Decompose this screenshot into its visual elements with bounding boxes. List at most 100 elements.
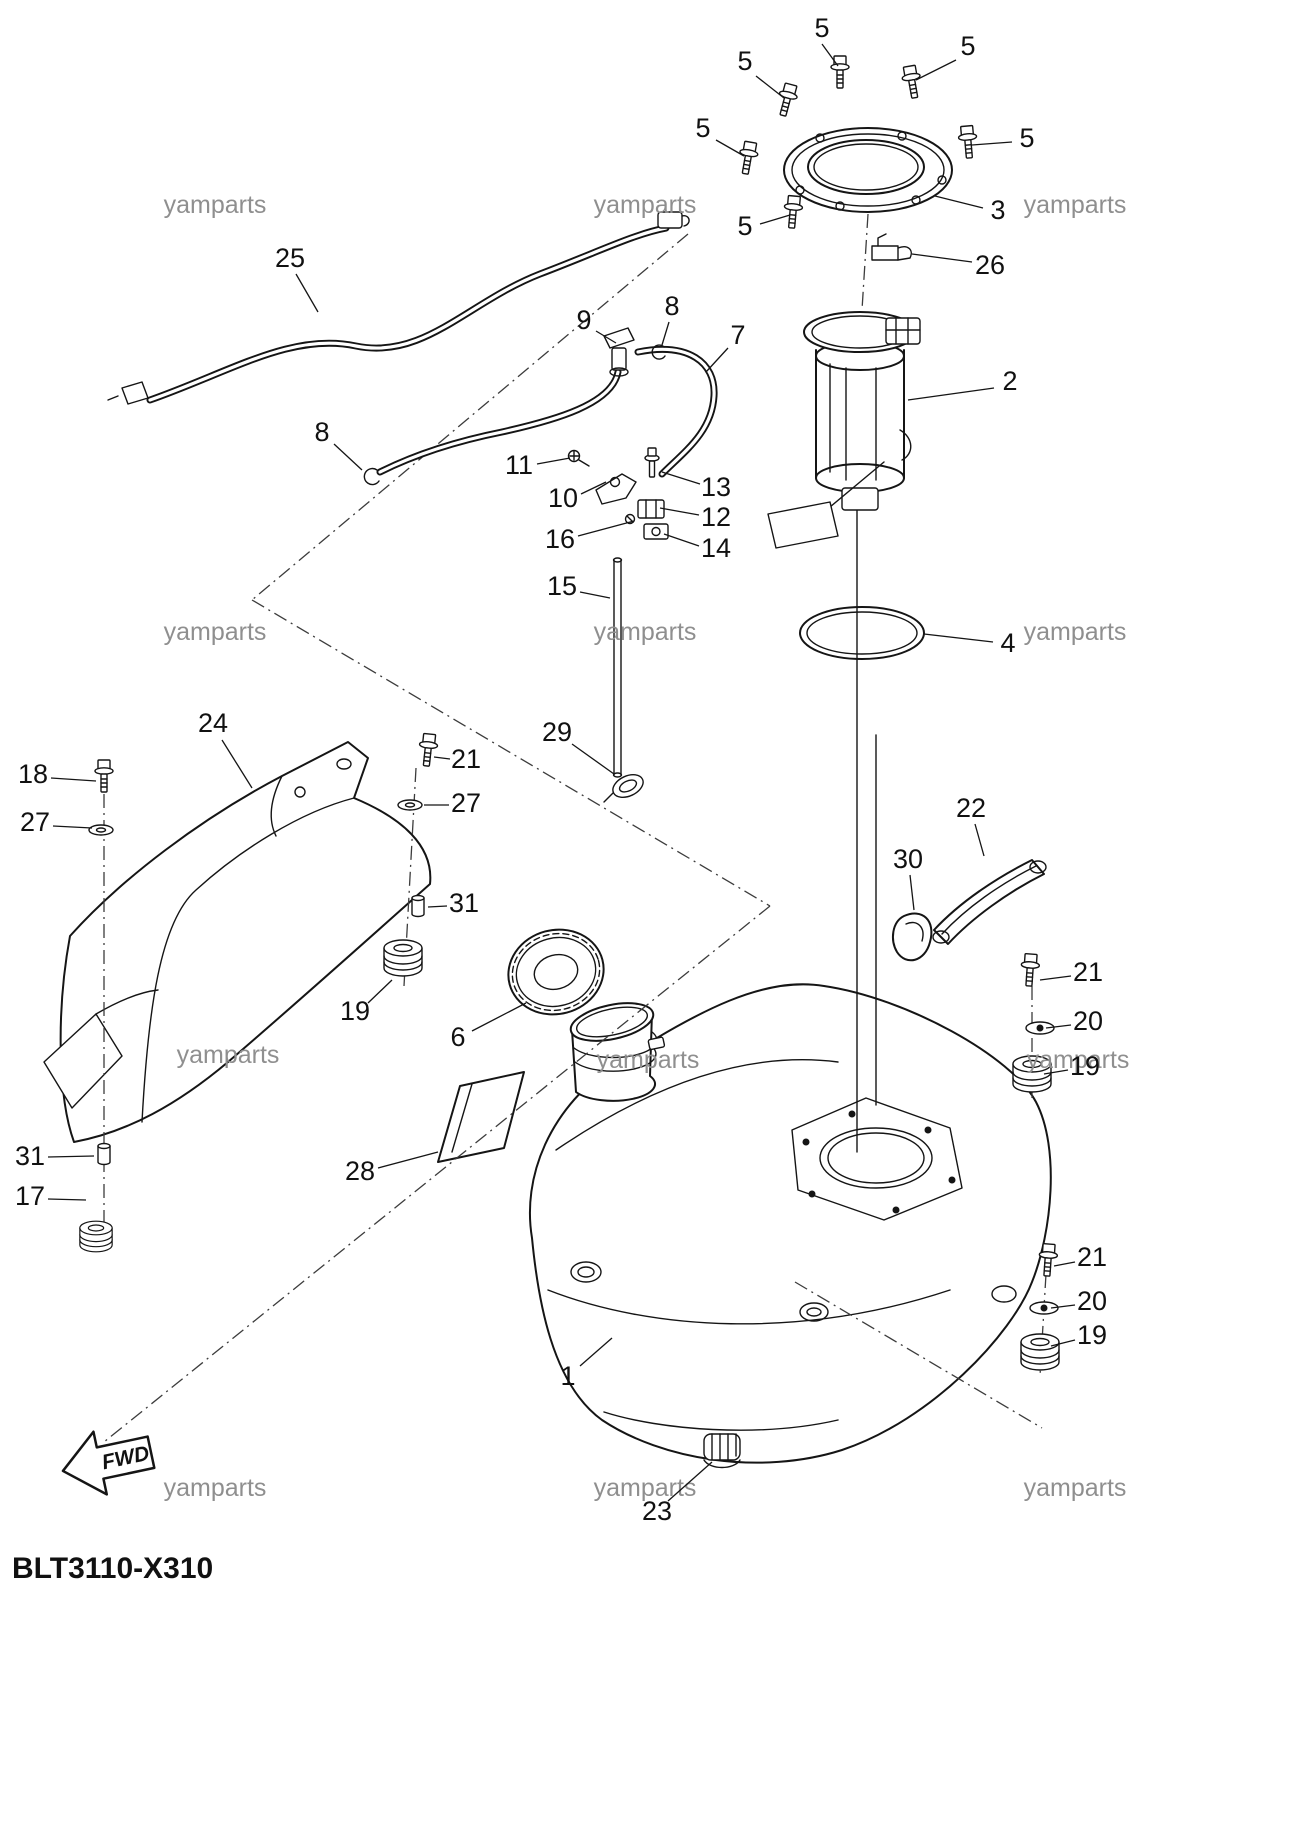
part-number-19: 19 bbox=[1070, 1051, 1100, 1081]
part-number-19: 19 bbox=[340, 996, 370, 1026]
pump-connector bbox=[885, 317, 921, 345]
nut-14 bbox=[643, 523, 669, 540]
part-number-15: 15 bbox=[547, 571, 577, 601]
watermark: yamparts bbox=[594, 618, 697, 646]
part-number-31: 31 bbox=[15, 1141, 45, 1171]
bolt-13 bbox=[644, 447, 660, 478]
callout-leader-18 bbox=[50, 777, 97, 782]
breather-hoses bbox=[376, 345, 718, 478]
watermark: yamparts bbox=[597, 1046, 700, 1074]
callout-leader-9 bbox=[595, 330, 617, 344]
neck-seal bbox=[891, 912, 933, 962]
hose-connector bbox=[121, 381, 149, 405]
spacer-31-top bbox=[411, 894, 425, 918]
part-number-10: 10 bbox=[548, 483, 578, 513]
callout-leader-5 bbox=[759, 214, 791, 225]
part-number-30: 30 bbox=[893, 844, 923, 874]
watermark: yamparts bbox=[164, 618, 267, 646]
callout-leader-11 bbox=[536, 457, 571, 465]
part-number-31: 31 bbox=[449, 888, 479, 918]
watermark: yamparts bbox=[1024, 191, 1127, 219]
watermark-layer: yamparts yamparts yamparts yamparts yamparts… bbox=[164, 191, 1130, 1502]
callout-leader-29 bbox=[571, 743, 615, 775]
part-number-7: 7 bbox=[730, 320, 745, 350]
watermark: yamparts bbox=[177, 1041, 280, 1069]
part-number-16: 16 bbox=[545, 524, 575, 554]
watermark: yamparts bbox=[1024, 618, 1127, 646]
part-number-14: 14 bbox=[701, 533, 731, 563]
part-number-8: 8 bbox=[314, 417, 329, 447]
part-number-17: 17 bbox=[15, 1181, 45, 1211]
bolt-icon bbox=[773, 81, 801, 119]
callout-leader-17 bbox=[47, 1198, 87, 1201]
pipe-joint-9 bbox=[603, 327, 635, 377]
tank-pump-mount bbox=[791, 1097, 963, 1221]
callout-leader-15 bbox=[579, 591, 611, 599]
bracket-cluster bbox=[567, 447, 669, 540]
part-number-4: 4 bbox=[1000, 628, 1015, 658]
callout-leader-31 bbox=[427, 905, 448, 908]
washer-27-left bbox=[88, 824, 114, 836]
bolt-icon bbox=[956, 124, 980, 160]
callout-leader-7 bbox=[705, 347, 729, 373]
hose-clip-8b bbox=[363, 467, 380, 486]
part-number-5: 5 bbox=[737, 46, 752, 76]
part-number-5: 5 bbox=[737, 211, 752, 241]
callout-leader-5 bbox=[821, 43, 839, 67]
bracket-10 bbox=[595, 473, 637, 505]
callout-leader-28 bbox=[377, 1151, 439, 1169]
pump-mounting-plate bbox=[783, 127, 953, 213]
watermark: yamparts bbox=[164, 191, 267, 219]
fuel-pump-assembly bbox=[767, 311, 921, 549]
callout-leader-2 bbox=[907, 387, 995, 401]
washer-27-right bbox=[397, 799, 423, 811]
tank-label bbox=[437, 1071, 525, 1163]
callout-leader-5 bbox=[971, 141, 1013, 146]
callout-leader-1 bbox=[579, 1337, 613, 1367]
part-number-1: 1 bbox=[560, 1361, 575, 1391]
callout-leader-13 bbox=[661, 471, 701, 485]
part-number-5: 5 bbox=[814, 13, 829, 43]
part-number-20: 20 bbox=[1073, 1006, 1103, 1036]
fuel-tank bbox=[528, 983, 1052, 1464]
watermark: yamparts bbox=[1027, 1046, 1130, 1074]
bolt-18 bbox=[94, 759, 114, 793]
callout-leader-31 bbox=[47, 1155, 95, 1158]
callout-leader-6 bbox=[471, 1002, 527, 1032]
grommet-19 bbox=[1020, 1333, 1060, 1371]
callout-leader-4 bbox=[923, 633, 994, 643]
callout-leader-19 bbox=[1043, 1069, 1069, 1075]
part-number-6: 6 bbox=[450, 1022, 465, 1052]
grommet-17 bbox=[79, 1220, 113, 1253]
callout-leader-30 bbox=[909, 874, 915, 911]
part-number-26: 26 bbox=[975, 250, 1005, 280]
part-number-5: 5 bbox=[695, 113, 710, 143]
pump-float bbox=[767, 501, 839, 549]
callout-leader-5 bbox=[715, 139, 745, 157]
part-number-20: 20 bbox=[1077, 1286, 1107, 1316]
fuel-hose-25 bbox=[107, 211, 690, 405]
tank-gasket bbox=[799, 606, 925, 660]
callout-leader-14 bbox=[663, 533, 700, 547]
callout-leader-20 bbox=[1045, 1024, 1072, 1029]
watermark: yamparts bbox=[1024, 1474, 1127, 1502]
callout-leader-23 bbox=[667, 1461, 713, 1502]
diagram-code: BLT3110-X310 bbox=[12, 1552, 213, 1585]
callout-leader-8 bbox=[661, 321, 670, 346]
tank-clamp-23 bbox=[703, 1433, 741, 1469]
callout-leader-5 bbox=[755, 75, 785, 99]
callout-leader-20 bbox=[1050, 1304, 1076, 1309]
part-number-9: 9 bbox=[576, 305, 591, 335]
watermark: yamparts bbox=[594, 1474, 697, 1502]
watermark: yamparts bbox=[594, 191, 697, 219]
fuel-cap bbox=[507, 928, 605, 1016]
spacer-31-left bbox=[97, 1142, 111, 1166]
part-number-21: 21 bbox=[1077, 1242, 1107, 1272]
tube-clip-29 bbox=[603, 773, 644, 803]
tank-protector bbox=[932, 859, 1047, 945]
hose-end-clip bbox=[657, 211, 683, 229]
part-number-21: 21 bbox=[451, 744, 481, 774]
callout-leader-27 bbox=[52, 825, 93, 829]
